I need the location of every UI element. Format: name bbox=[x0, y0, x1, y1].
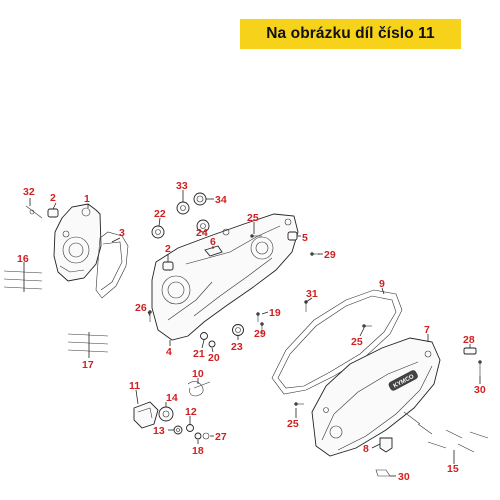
label-32: 32 bbox=[23, 186, 35, 198]
part-10-spring bbox=[187, 381, 211, 397]
part-25-bolt-top bbox=[250, 234, 262, 238]
part-30-bolt-bottom bbox=[375, 469, 391, 477]
part-22-bearing bbox=[151, 225, 165, 239]
label-19: 19 bbox=[269, 307, 281, 319]
label-4: 4 bbox=[166, 346, 172, 358]
part-21-20-dowels bbox=[200, 332, 216, 348]
label-2-right: 2 bbox=[165, 243, 171, 255]
part-12-washer bbox=[186, 424, 194, 432]
label-7: 7 bbox=[424, 324, 430, 336]
label-25-middle: 25 bbox=[351, 336, 363, 348]
part-17-studs bbox=[67, 333, 109, 353]
label-24: 24 bbox=[196, 227, 208, 239]
label-1: 1 bbox=[84, 193, 90, 205]
label-8: 8 bbox=[363, 443, 369, 455]
label-33: 33 bbox=[176, 180, 188, 192]
part-33-bearing bbox=[176, 201, 190, 215]
part-6-plate bbox=[204, 245, 223, 257]
part-5-bushing bbox=[287, 231, 298, 241]
part-number-labels: 32 2 1 3 16 17 33 34 22 24 2 6 25 5 29 2… bbox=[17, 180, 486, 483]
part-11-kick-spindle bbox=[133, 401, 159, 429]
part-14-gear bbox=[158, 406, 174, 422]
part-2-bushing bbox=[47, 208, 59, 218]
highlighted-part-banner: Na obrázku díl číslo 11 bbox=[240, 19, 461, 49]
part-9-cover-gasket bbox=[271, 289, 403, 395]
part-2-bushing-right bbox=[162, 261, 174, 271]
label-18: 18 bbox=[192, 445, 204, 457]
label-13: 13 bbox=[153, 425, 165, 437]
label-25-bottom: 25 bbox=[287, 418, 299, 430]
part-28-clip bbox=[463, 347, 477, 355]
part-34-oil-seal bbox=[193, 192, 207, 206]
part-25-bolt-middle bbox=[362, 324, 372, 328]
label-22: 22 bbox=[154, 208, 166, 220]
part-13-washer bbox=[173, 425, 183, 435]
part-30-bolt-top bbox=[478, 360, 482, 376]
part-26-bolt bbox=[148, 310, 152, 322]
leader-lines bbox=[23, 190, 481, 477]
part-7-crankcase-cover: KYMCO bbox=[311, 337, 441, 457]
label-15: 15 bbox=[447, 463, 459, 475]
label-9: 9 bbox=[379, 278, 385, 290]
part-15-bolts bbox=[403, 411, 489, 453]
label-25-top: 25 bbox=[247, 212, 259, 224]
label-28: 28 bbox=[463, 334, 475, 346]
label-10: 10 bbox=[192, 368, 204, 380]
label-23: 23 bbox=[231, 341, 243, 353]
label-3: 3 bbox=[119, 227, 125, 239]
label-34: 34 bbox=[215, 194, 227, 206]
label-11: 11 bbox=[129, 380, 140, 392]
label-31: 31 bbox=[306, 288, 318, 300]
label-30-bottom: 30 bbox=[398, 471, 410, 483]
part-25-bolt-bottom bbox=[294, 402, 304, 406]
part-8-bracket bbox=[379, 437, 393, 453]
part-18-washer bbox=[194, 432, 202, 440]
part-31-bolt bbox=[304, 300, 308, 312]
part-24-bearing bbox=[196, 219, 210, 233]
label-17: 17 bbox=[82, 359, 94, 371]
label-12: 12 bbox=[185, 406, 197, 418]
label-6: 6 bbox=[210, 236, 216, 248]
part-16-studs bbox=[3, 270, 43, 290]
label-26: 26 bbox=[135, 302, 147, 314]
label-29-bottom: 29 bbox=[254, 328, 266, 340]
part-3-gasket bbox=[95, 231, 129, 299]
part-4-right-crankcase bbox=[151, 213, 299, 341]
part-1-left-crankcase bbox=[53, 203, 102, 282]
part-32-dowel-pin bbox=[25, 205, 43, 219]
label-27: 27 bbox=[215, 431, 227, 443]
part-23-seal bbox=[232, 324, 244, 336]
label-2: 2 bbox=[50, 192, 56, 204]
part-27-circlip bbox=[202, 432, 210, 440]
label-29-top: 29 bbox=[324, 249, 336, 261]
part-19-29-bolts bbox=[256, 312, 264, 330]
label-5: 5 bbox=[302, 232, 308, 244]
label-30-top: 30 bbox=[474, 384, 486, 396]
label-16: 16 bbox=[17, 253, 29, 265]
label-21: 21 bbox=[193, 348, 205, 360]
label-14: 14 bbox=[166, 392, 178, 404]
label-20: 20 bbox=[208, 352, 220, 364]
